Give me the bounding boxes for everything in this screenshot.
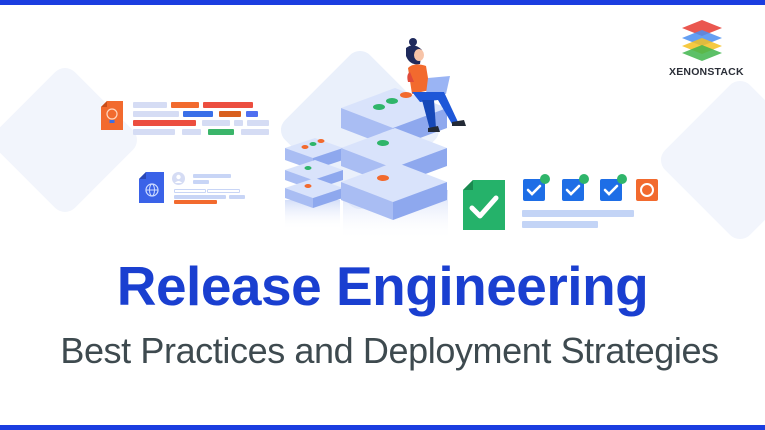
- checkbox-icon: [600, 174, 627, 201]
- checkbox-icon: [523, 174, 550, 201]
- radio-icon: [636, 179, 658, 201]
- check-doc-icon: [463, 180, 505, 230]
- top-accent-bar: [0, 0, 765, 5]
- person-with-laptop: [406, 38, 466, 132]
- bg-diamond: [655, 75, 765, 245]
- globe-doc-icon: [139, 172, 164, 203]
- bottom-accent-bar: [0, 425, 765, 430]
- checkbox-icon: [562, 174, 589, 201]
- xenonstack-logo-icon: [682, 20, 722, 61]
- lightbulb-doc-icon: [101, 101, 123, 130]
- user-icon: [172, 172, 185, 185]
- page-title: Release Engineering: [116, 255, 649, 317]
- brand-name: XENONSTACK: [669, 66, 744, 78]
- bg-diamond: [0, 62, 143, 218]
- page-subtitle: Best Practices and Deployment Strategies: [60, 330, 719, 371]
